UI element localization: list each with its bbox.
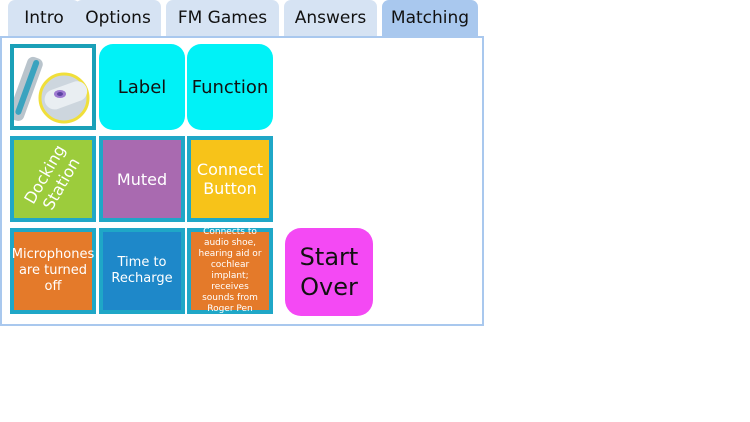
matching-panel: Label Function Docking Station Muted Con… <box>0 36 484 326</box>
tab-bar: Intro Options FM Games Answers Matching <box>0 0 750 36</box>
tab-intro[interactable]: Intro <box>8 0 80 36</box>
docking-station-label: Docking Station <box>20 141 84 214</box>
roger-pen-icon[interactable] <box>10 44 96 130</box>
microphones-off-card[interactable]: Microphones are turned off <box>10 228 96 314</box>
tab-options[interactable]: Options <box>75 0 161 36</box>
time-to-recharge-card[interactable]: Time to Recharge <box>99 228 185 314</box>
connect-button-card[interactable]: Connect Button <box>187 136 273 222</box>
tab-answers[interactable]: Answers <box>284 0 377 36</box>
function-header-tile: Function <box>187 44 273 130</box>
label-header-tile: Label <box>99 44 185 130</box>
tab-fm-games[interactable]: FM Games <box>166 0 279 36</box>
docking-station-card[interactable]: Docking Station <box>10 136 96 222</box>
start-over-button[interactable]: Start Over <box>285 228 373 316</box>
tab-matching[interactable]: Matching <box>382 0 478 36</box>
connects-description-card[interactable]: Connects to audio shoe, hearing aid or c… <box>187 227 273 314</box>
muted-card[interactable]: Muted <box>99 136 185 222</box>
